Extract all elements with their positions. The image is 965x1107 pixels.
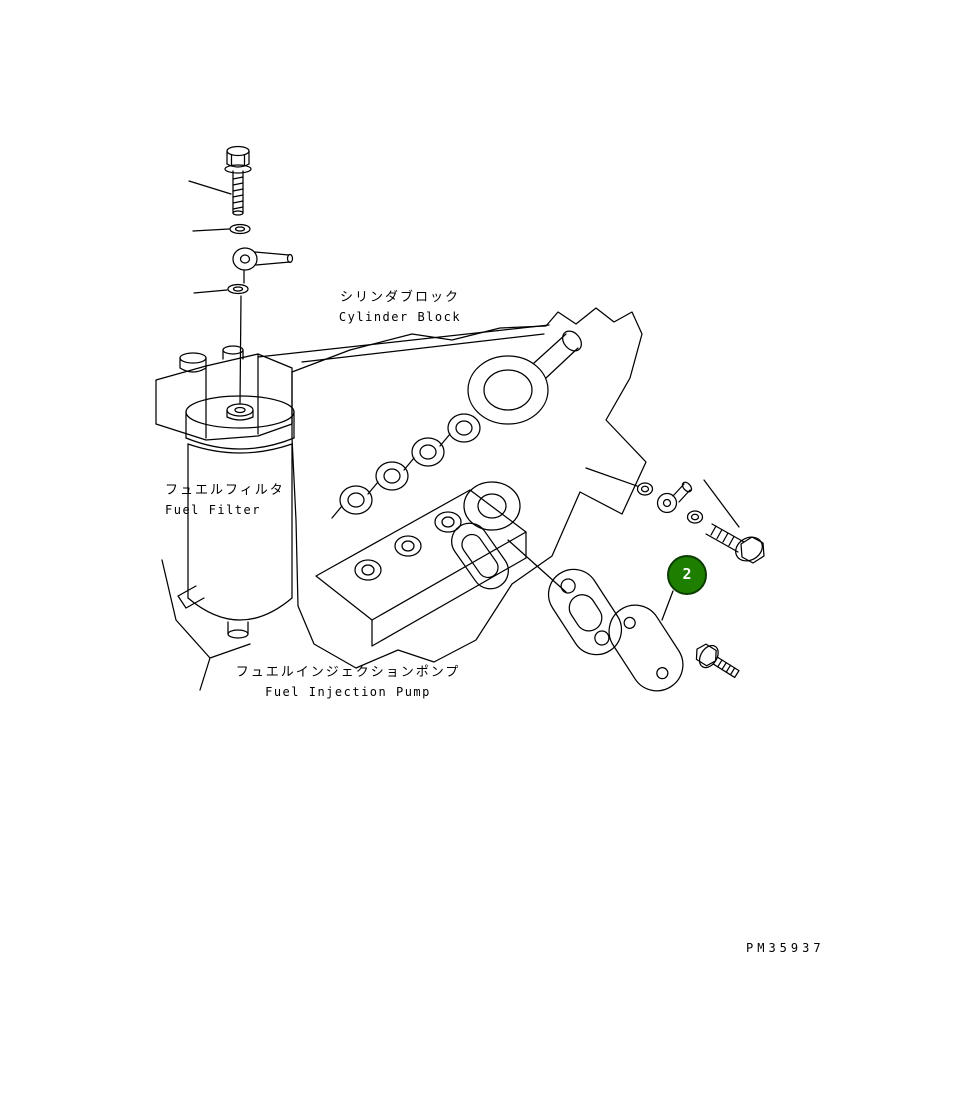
fuel-filter-label-ja: フュエルフィルタ (165, 483, 285, 498)
elbow-fitting (658, 481, 694, 513)
cover-plate (599, 595, 693, 700)
fuel-filter-label-en: Fuel Filter (165, 503, 261, 518)
filter-mount-bracket (156, 346, 292, 440)
cylinder-block-label-en: Cylinder Block (338, 310, 462, 325)
fuel-filter-label: フュエルフィルタ Fuel Filter (165, 480, 285, 521)
sealing-washer-lower (228, 285, 248, 294)
plug-washer-a (638, 483, 653, 495)
leader-line-washer-upper (193, 229, 229, 231)
injection-pump-body (316, 482, 526, 646)
leader-line-gasket (508, 540, 566, 592)
gasket (539, 560, 631, 664)
leader-line-hex-bolt (704, 480, 739, 527)
leader-line-bolt (189, 181, 231, 194)
callout-badge-2[interactable]: 2 (667, 555, 707, 595)
valve-caps (332, 414, 480, 518)
leader-line-washer-lower (194, 290, 227, 293)
fuel-injection-pump-label-en: Fuel Injection Pump (265, 685, 431, 700)
lower-left-flange (162, 560, 250, 690)
leader-line-right-parts (586, 468, 637, 486)
cylinder-block-label: シリンダブロック Cylinder Block (300, 287, 500, 328)
mounting-bolt (225, 147, 251, 216)
banjo-fitting (233, 248, 293, 270)
fuel-filter-canister (178, 396, 294, 638)
flange-bolt (691, 639, 744, 684)
fuel-injection-pump-label: フュエルインジェクションポンプ Fuel Injection Pump (218, 662, 478, 703)
callout-leader-line (662, 591, 673, 620)
hex-bolt (706, 524, 767, 566)
engine-block (292, 308, 646, 668)
leader-line-cylinder-block (258, 325, 549, 357)
sealing-washer-upper (230, 225, 250, 234)
plug-washer-b (688, 511, 703, 523)
cylinder-block-label-ja: シリンダブロック (339, 290, 460, 305)
drawing-number: PM35937 (746, 941, 825, 955)
fuel-injection-pump-label-ja: フュエルインジェクションポンプ (235, 665, 461, 680)
drop-line-to-filter (240, 270, 244, 404)
